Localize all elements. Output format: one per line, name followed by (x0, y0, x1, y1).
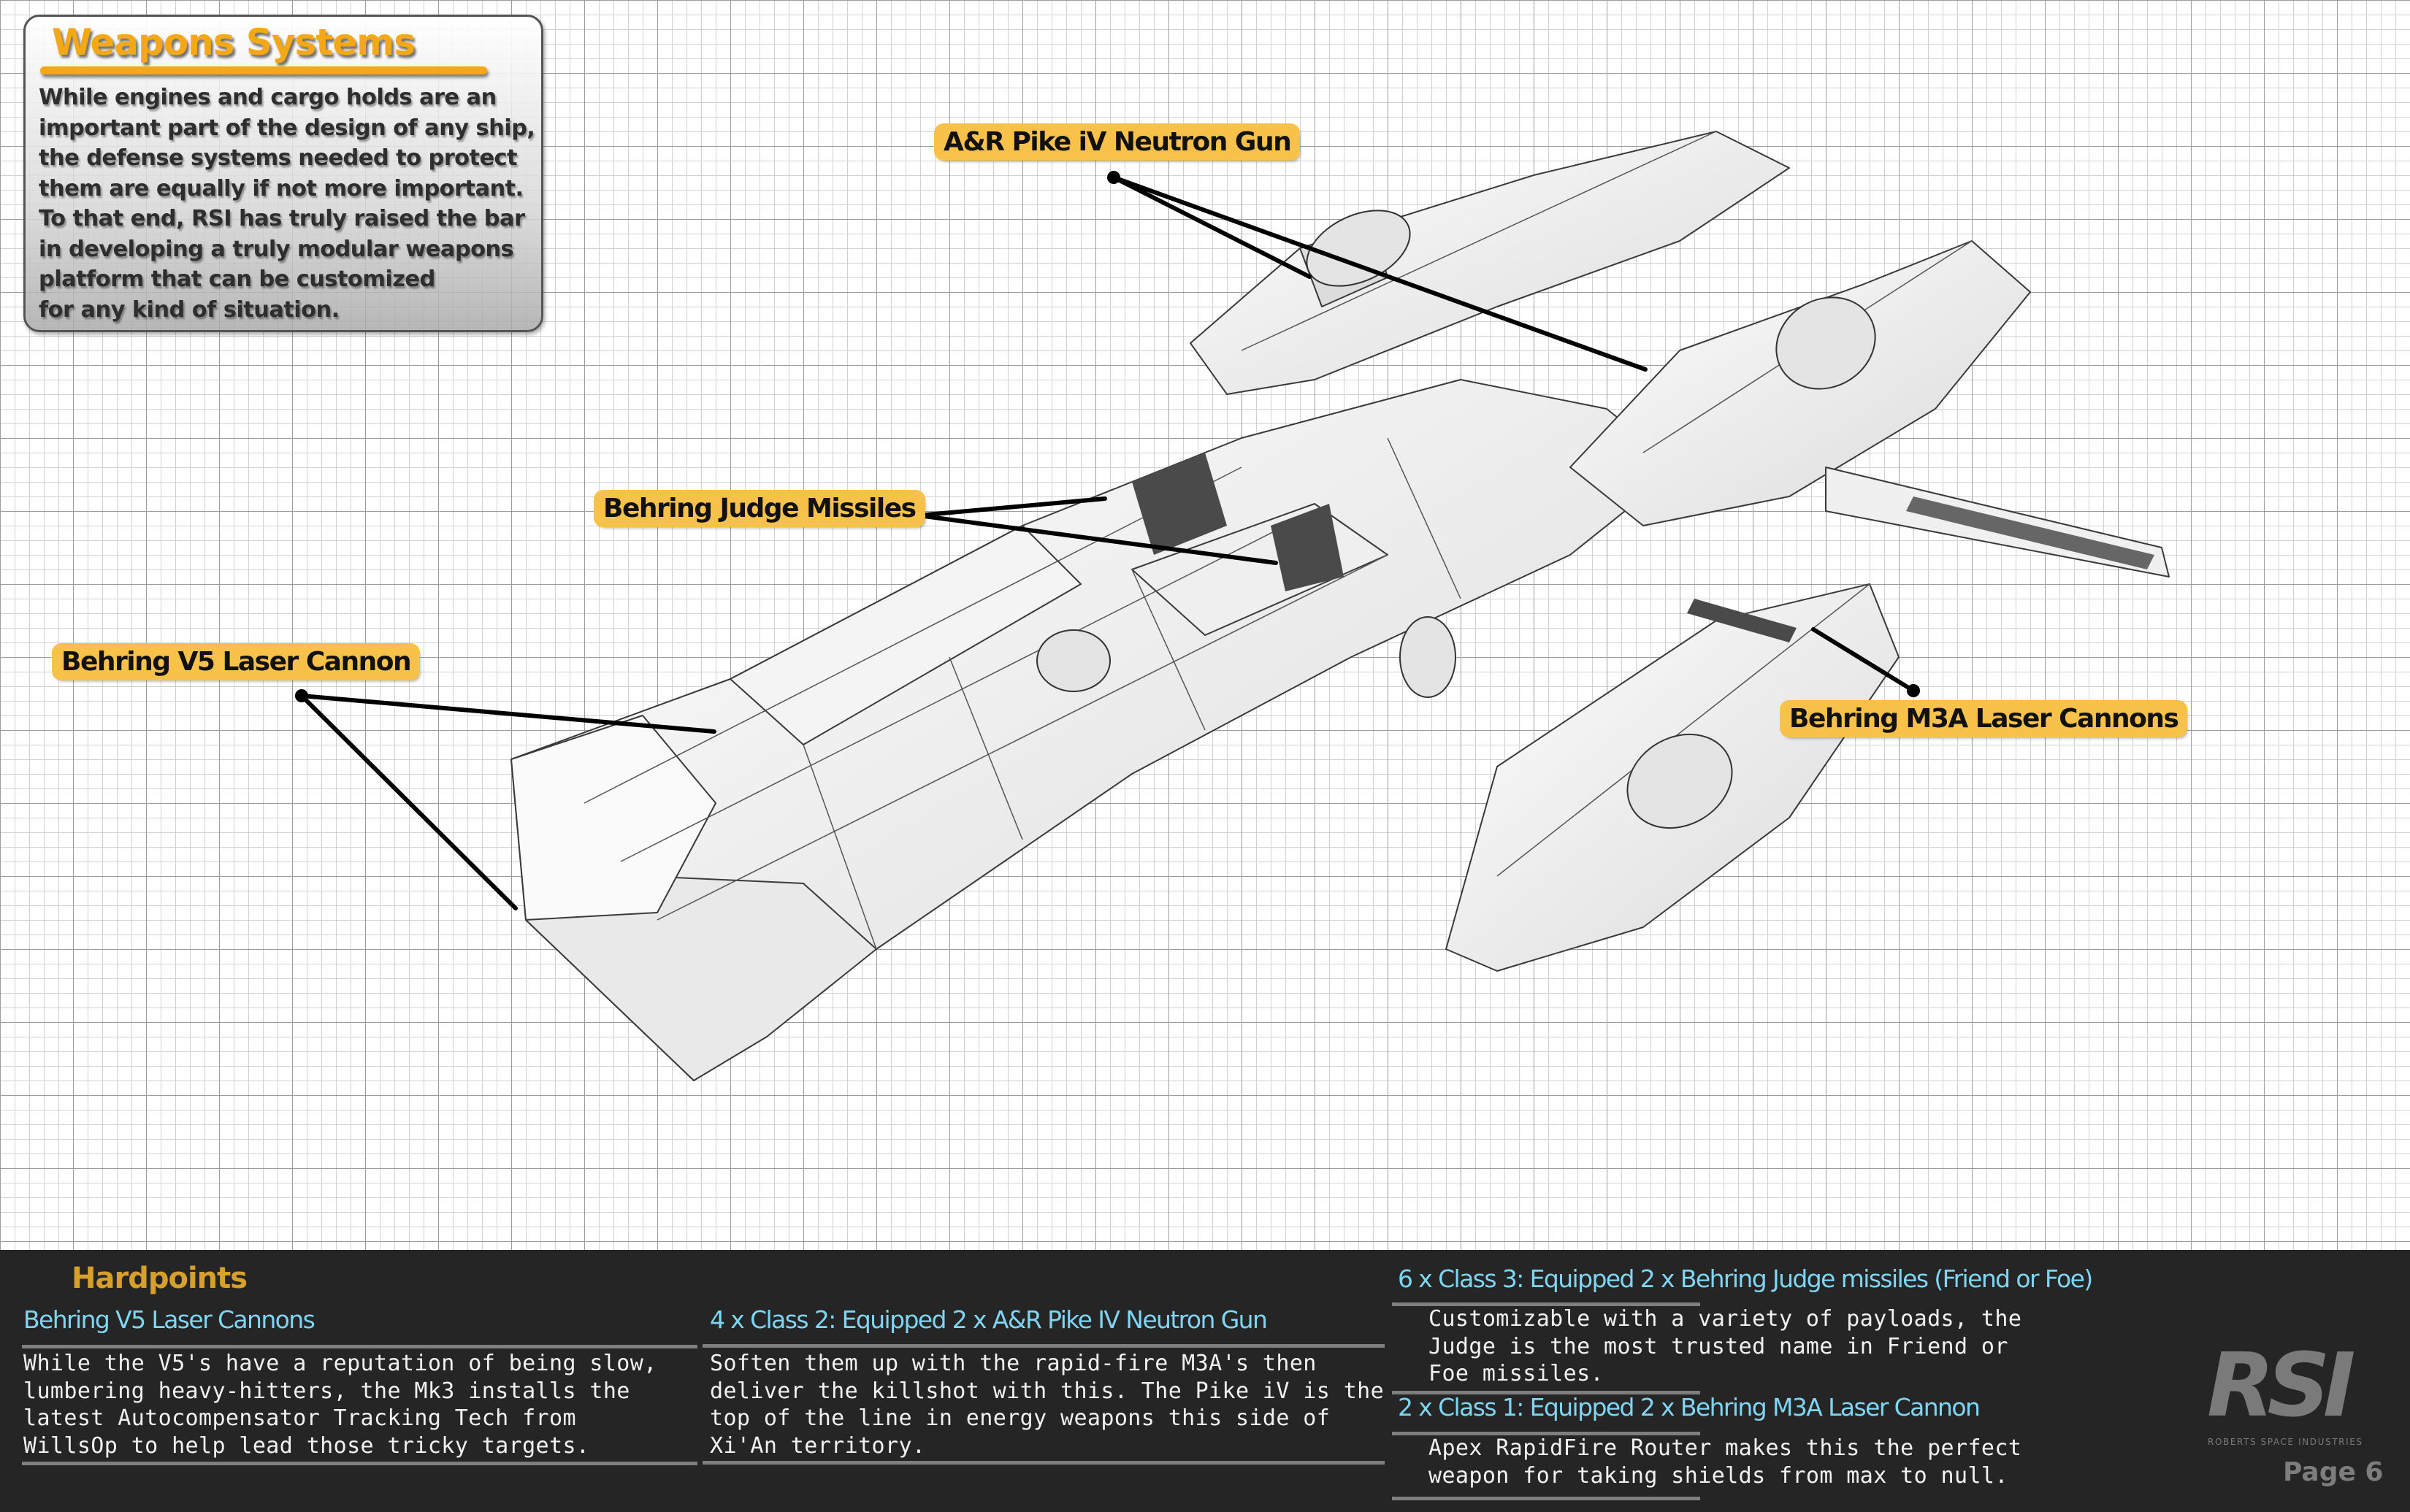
section-heading-class3: 6 x Class 3: Equipped 2 x Behring Judge … (1398, 1265, 2093, 1293)
section-heading-v5: Behring V5 Laser Cannons (23, 1305, 315, 1334)
callout-label-v5-laser-cannon: Behring V5 Laser Cannon (54, 645, 418, 678)
section-body-v5: While the V5's have a reputation of bein… (23, 1351, 657, 1459)
hardpoints-title: Hardpoints (72, 1262, 248, 1295)
section-divider (703, 1461, 1385, 1465)
rsi-logo: RSI (2207, 1339, 2397, 1434)
ship-missile-racks (1132, 453, 2154, 642)
section-divider (703, 1344, 1385, 1348)
section-heading-class2: 4 x Class 2: Equipped 2 x A&R Pike IV Ne… (710, 1305, 1268, 1334)
callout-label-m3a-laser-cannons: Behring M3A Laser Cannons (1782, 702, 2186, 735)
intro-title: Weapons Systems (52, 21, 416, 64)
callout-dot-neutron-gun (1107, 171, 1120, 184)
leader-line-v5-1 (299, 694, 716, 734)
leader-line-neutron-gun-1 (1112, 175, 1312, 279)
section-divider (22, 1462, 697, 1465)
leader-line-neutron-gun-2 (1112, 175, 1648, 372)
rsi-logo-subtitle: ROBERTS SPACE INDUSTRIES (2208, 1437, 2363, 1447)
section-divider (1392, 1497, 1700, 1500)
weapons-systems-intro-box: Weapons Systems While engines and cargo … (23, 15, 543, 332)
leader-line-judge-1 (917, 496, 1107, 518)
callout-leader-lines (299, 175, 1916, 910)
callout-dot-m3a (1907, 684, 1920, 697)
hardpoints-panel: Hardpoints Behring V5 Laser Cannons Whil… (0, 1250, 2410, 1512)
ship-panel-lines (584, 131, 1973, 950)
intro-title-underline (40, 66, 487, 74)
section-body-class3: Customizable with a variety of payloads,… (1428, 1306, 2022, 1386)
section-body-class2: Soften them up with the rapid-fire M3A's… (710, 1351, 1385, 1459)
section-divider (22, 1345, 697, 1348)
section-divider (1392, 1432, 1700, 1435)
section-heading-class1: 2 x Class 1: Equipped 2 x Behring M3A La… (1398, 1393, 1981, 1421)
ship-domes (1036, 210, 1876, 829)
leader-line-v5-2 (299, 694, 518, 910)
callout-label-judge-missiles: Behring Judge Missiles (596, 492, 923, 525)
section-body-class1: Apex RapidFire Router makes this the per… (1428, 1435, 2022, 1489)
leader-line-m3a (1811, 627, 1916, 693)
intro-body: While engines and cargo holds are an imp… (39, 85, 535, 323)
callout-dot-v5 (295, 689, 308, 702)
page-number: Page 6 (2283, 1457, 2384, 1487)
section-divider (1392, 1391, 1700, 1394)
callout-label-neutron-gun: A&R Pike iV Neutron Gun (936, 126, 1298, 158)
leader-line-judge-2 (917, 513, 1278, 565)
rsi-logo-text: RSI (2207, 1335, 2356, 1437)
section-divider (1392, 1302, 1700, 1306)
